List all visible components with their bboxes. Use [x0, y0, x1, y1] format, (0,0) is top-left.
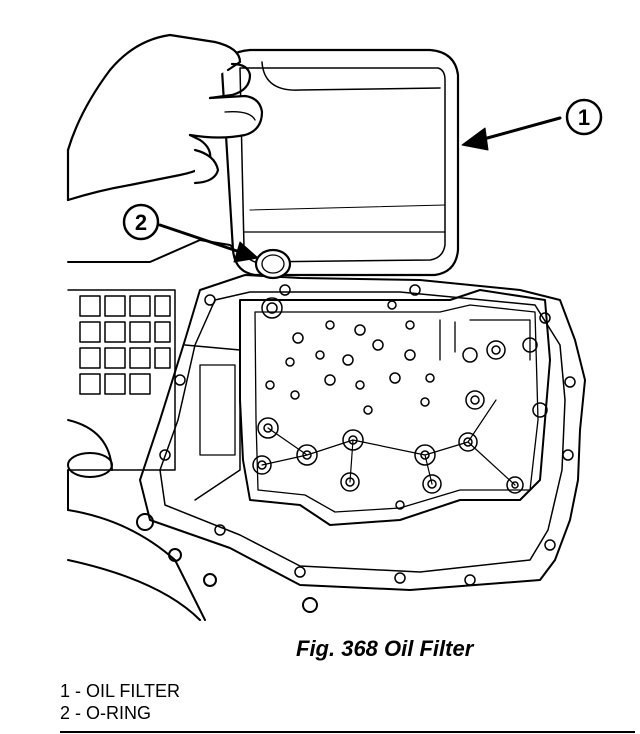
leader-arrow-2 [158, 223, 259, 263]
o-ring [254, 248, 292, 280]
valve-body-pan-flange [139, 274, 586, 591]
callout-2: 2 [122, 203, 160, 241]
legend: 1 - OIL FILTER 2 - O-RING [60, 680, 180, 724]
figure-caption: Fig. 368 Oil Filter [296, 636, 474, 661]
callout-2-number: 2 [135, 210, 147, 235]
bottom-divider [60, 731, 635, 733]
callout-1-number: 1 [578, 105, 590, 130]
hand [66, 33, 264, 202]
transmission-case [67, 239, 318, 621]
legend-item-o-ring: 2 - O-RING [60, 703, 152, 723]
valve-body [184, 289, 551, 526]
callout-1: 1 [565, 98, 603, 136]
legend-item-oil-filter: 1 - OIL FILTER [60, 681, 181, 701]
oil-filter [220, 48, 460, 277]
leader-arrow-1 [461, 116, 562, 151]
oil-filter-illustration: 1 2 [66, 33, 603, 621]
